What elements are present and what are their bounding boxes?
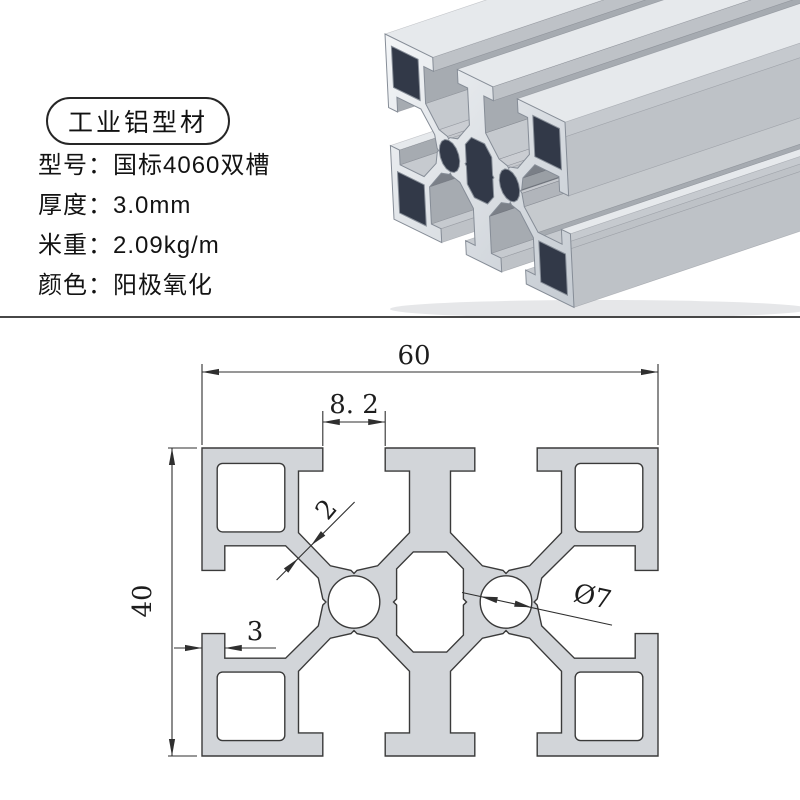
end-face-cross-section (384, 33, 575, 309)
product-photo (0, 0, 800, 316)
section-divider (0, 316, 800, 318)
dim-label: 40 (128, 584, 158, 617)
dimension-arrow (168, 739, 176, 756)
profile-cross-section (201, 447, 659, 757)
dimension-arrow (185, 644, 202, 652)
spec-row: 厚度：3.0mm (38, 186, 270, 226)
spec-colon: ： (88, 192, 113, 219)
spec-value: 国标4060双槽 (113, 152, 271, 179)
dim-label: 2 (310, 494, 344, 526)
dim-label: Ø7 (571, 579, 614, 616)
photo-clip-group (384, 0, 800, 316)
spec-colon: ： (88, 272, 113, 299)
cross-section-svg: 60 8. 2 40 3 2Ø7 (128, 341, 659, 757)
badge-label: 工业铝型材 (68, 109, 209, 137)
spec-colon: ： (88, 152, 113, 179)
spec-row: 米重：2.09kg/m (38, 226, 270, 266)
ground-shadow (390, 300, 800, 316)
spec-label: 厚度 (38, 192, 88, 219)
spec-row: 颜色：阳极氧化 (38, 266, 270, 306)
spec-label: 颜色 (38, 272, 88, 299)
product-category-badge: 工业铝型材 (46, 97, 231, 145)
dimension-arrow (311, 531, 326, 546)
dim-label: 8. 2 (329, 390, 379, 420)
dimension-arrow (202, 368, 219, 376)
spec-row: 型号：国标4060双槽 (38, 146, 270, 186)
dim-label: 60 (397, 341, 430, 371)
dimension-arrow (224, 644, 242, 652)
dimension-arrow (283, 558, 299, 573)
dimension-arrow (368, 418, 386, 426)
end-face-shadow (385, 34, 574, 308)
spec-label: 米重 (38, 232, 88, 259)
spec-label: 型号 (38, 152, 88, 179)
spec-value: 2.09kg/m (113, 232, 220, 259)
spec-value: 3.0mm (113, 192, 192, 219)
product-photo-render (384, 0, 800, 316)
spec-value: 阳极氧化 (113, 272, 213, 299)
dim-label: 3 (247, 617, 264, 647)
dimension-arrow (168, 448, 176, 465)
dimension-arrow (641, 368, 658, 376)
dimension-arrow (514, 600, 532, 608)
spec-colon: ： (88, 232, 113, 259)
dimension-arrow (480, 596, 498, 604)
dimension-arrow (322, 418, 340, 426)
